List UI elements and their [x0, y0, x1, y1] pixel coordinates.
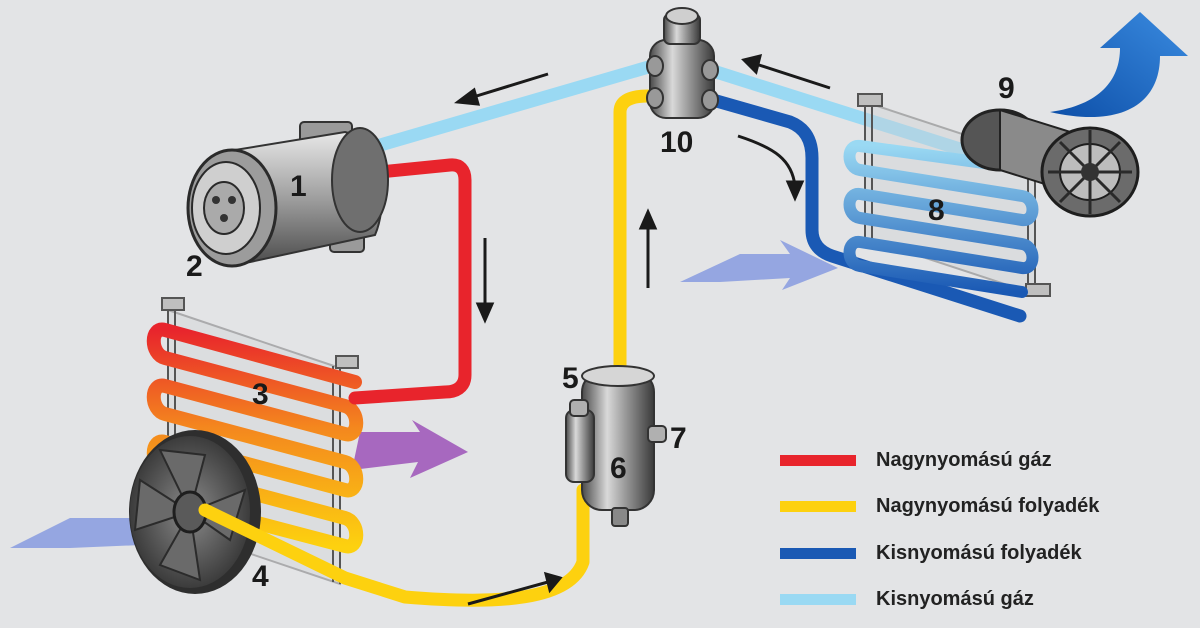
flow-arrow-left-top: [454, 72, 549, 106]
pipe-high-pressure-liquid-bottom: [198, 483, 590, 607]
legend-swatch-yellow: [780, 501, 856, 512]
legend-item-low-pressure-gas: Kisnyomású gáz: [780, 583, 1099, 617]
label-evaporator: 8: [928, 194, 945, 227]
legend-item-low-pressure-liquid: Kisnyomású folyadék: [780, 536, 1099, 570]
airflow-arrow-into-evaporator: [680, 240, 838, 290]
airflow-arrow-out-condenser: [352, 420, 468, 478]
label-receiver-outlet: 7: [670, 422, 687, 455]
pipe-high-pressure-liquid-riser: [613, 89, 655, 382]
legend-swatch-light-blue: [780, 594, 856, 605]
condenser-fan: [129, 430, 261, 594]
flow-arrow-down-blue: [737, 134, 805, 202]
label-blower: 9: [998, 72, 1015, 105]
pipe-high-pressure-gas: [348, 158, 472, 405]
receiver-dryer: [565, 365, 667, 527]
legend-swatch-dark-blue: [780, 547, 856, 559]
expansion-valve: [646, 7, 719, 119]
label-receiver-dryer: 6: [610, 452, 627, 485]
blower-fan: [960, 108, 1140, 218]
label-clutch: 2: [186, 250, 203, 283]
flow-arrow-left-evap: [741, 53, 831, 90]
label-receiver-inlet: 5: [562, 362, 579, 395]
airflow-arrow-out-blower: [1050, 12, 1188, 118]
legend-label: Kisnyomású gáz: [876, 588, 1034, 610]
legend: Nagynyomású gáz Nagynyomású folyadék Kis…: [780, 443, 1099, 617]
legend-label: Nagynyomású folyadék: [876, 495, 1100, 517]
pipe-low-pressure-liquid: [699, 91, 1027, 323]
pipe-low-pressure-gas-compressor: [363, 59, 659, 155]
label-condenser-fan: 4: [252, 560, 269, 593]
legend-item-high-pressure-liquid: Nagynyomású folyadék: [780, 490, 1099, 524]
flow-arrow-down-red: [475, 238, 495, 324]
label-compressor: 1: [290, 170, 307, 203]
compressor-clutch: [186, 148, 278, 268]
legend-label: Kisnyomású folyadék: [876, 541, 1082, 564]
legend-label: Nagynyomású gáz: [876, 448, 1052, 471]
legend-swatch-red: [780, 454, 856, 466]
compressor: [233, 121, 389, 264]
evaporator-coil: [843, 140, 1039, 298]
label-condenser: 3: [252, 378, 269, 411]
legend-item-high-pressure-gas: Nagynyomású gáz: [780, 443, 1099, 477]
label-expansion-valve: 10: [660, 126, 693, 159]
flow-arrow-up-yellow: [638, 208, 658, 288]
condenser-coil: [146, 322, 364, 554]
flow-arrow-right-bottom: [467, 571, 563, 606]
flow-arrows: [454, 53, 831, 606]
